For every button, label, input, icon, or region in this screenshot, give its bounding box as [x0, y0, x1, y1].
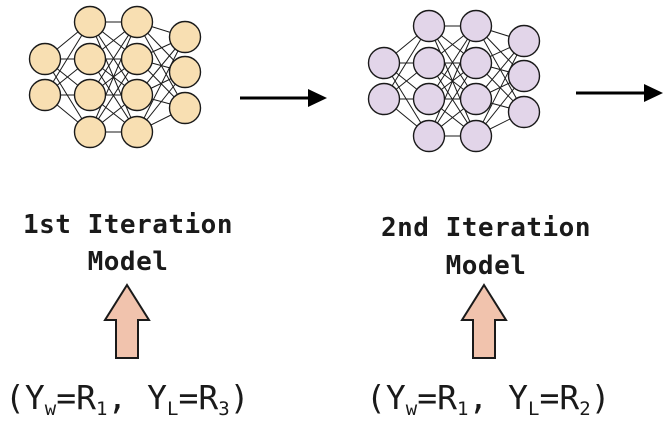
- network-node: [73, 78, 107, 112]
- network-node: [367, 82, 401, 116]
- right-arrow-icon: [644, 84, 663, 102]
- network-node: [168, 20, 202, 54]
- network-node: [412, 119, 446, 153]
- network-node: [412, 46, 446, 80]
- network-node: [120, 78, 154, 112]
- network-edge: [136, 36, 186, 133]
- stage-2-preference-pair: (Yw=R1, YL=R2): [366, 378, 611, 420]
- network-node: [73, 115, 107, 149]
- stage-1-title: 1st Iteration: [23, 210, 233, 240]
- network-node: [28, 42, 62, 76]
- network-edge: [89, 21, 138, 133]
- stage-2-subtitle: Model: [445, 251, 527, 281]
- network-node: [507, 24, 541, 58]
- network-edge: [475, 40, 525, 137]
- network-node: [28, 78, 62, 112]
- up-arrow-icon: [103, 283, 151, 359]
- flow-arrow-2: [576, 84, 663, 102]
- up-arrow-icon: [460, 283, 508, 359]
- network-node: [459, 119, 493, 153]
- right-arrow-icon: [308, 89, 327, 107]
- network-node: [73, 42, 107, 76]
- flow-arrow-1: [240, 89, 327, 107]
- network-node: [367, 46, 401, 80]
- network-node: [412, 82, 446, 116]
- network-node: [120, 42, 154, 76]
- network-node: [120, 115, 154, 149]
- model-1-network: [28, 5, 202, 149]
- network-node: [459, 82, 493, 116]
- network-node: [120, 5, 154, 39]
- model-2-network: [367, 9, 541, 153]
- stage-1-preference-pair: (Yw=R1, YL=R3): [5, 378, 250, 420]
- network-node: [507, 59, 541, 93]
- network-edge: [428, 25, 477, 137]
- network-node: [73, 5, 107, 39]
- network-node: [507, 95, 541, 129]
- network-node: [459, 9, 493, 43]
- network-node: [168, 55, 202, 89]
- stage-1-subtitle: Model: [87, 247, 169, 277]
- network-node: [459, 46, 493, 80]
- network-node: [412, 9, 446, 43]
- stage-2-title: 2nd Iteration: [381, 213, 591, 243]
- network-node: [168, 91, 202, 125]
